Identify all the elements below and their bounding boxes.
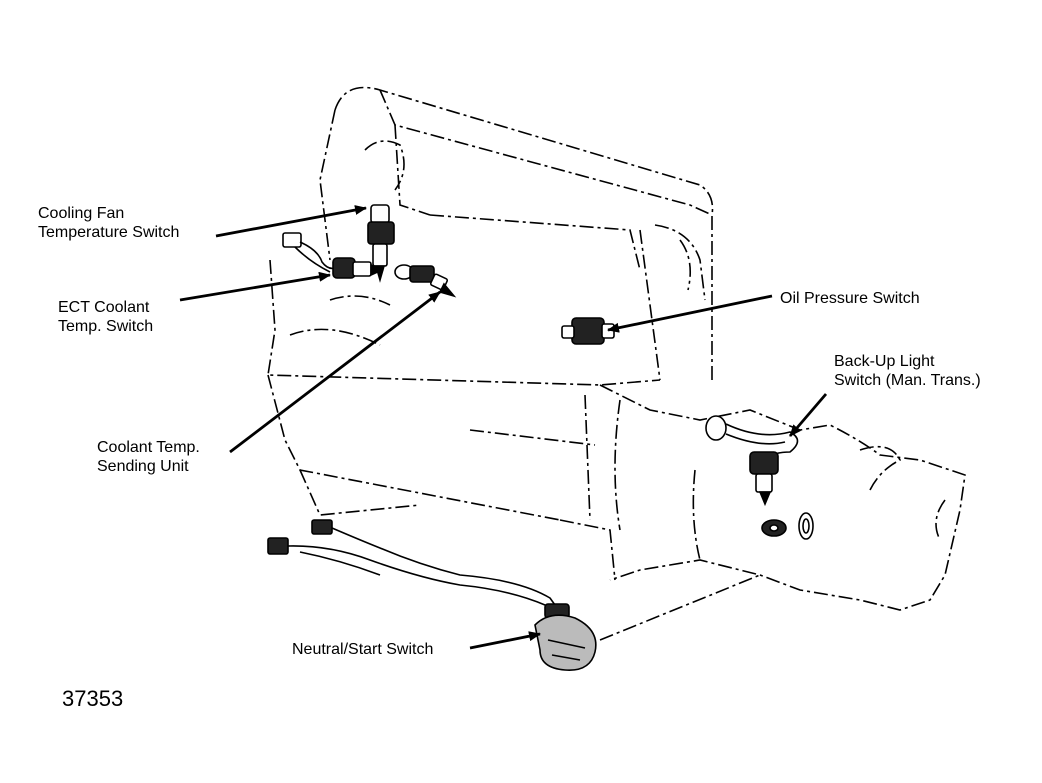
label-ect-coolant: ECT Coolant Temp. Switch bbox=[58, 298, 153, 336]
leader-arrows bbox=[179, 205, 828, 650]
label-line: Back-Up Light bbox=[834, 353, 935, 370]
small-washers bbox=[761, 512, 814, 540]
label-line: Oil Pressure Switch bbox=[780, 290, 920, 307]
arrow-neutral-start bbox=[469, 631, 541, 650]
label-oil-pressure: Oil Pressure Switch bbox=[780, 289, 920, 308]
label-line: Cooling Fan bbox=[38, 205, 125, 222]
label-line: Temp. Switch bbox=[58, 318, 154, 335]
label-line: Switch (Man. Trans.) bbox=[834, 372, 981, 389]
label-backup-light: Back-Up Light Switch (Man. Trans.) bbox=[834, 352, 981, 390]
figure-number: 37353 bbox=[62, 686, 124, 711]
ect-coolant-switch-component bbox=[282, 232, 384, 279]
neutral-start-switch-component bbox=[267, 519, 597, 671]
arrow-coolant-sending bbox=[229, 290, 441, 454]
coolant-sending-unit-component bbox=[394, 264, 457, 298]
arrow-backup-light bbox=[788, 393, 828, 437]
arrow-ect-coolant bbox=[179, 271, 331, 302]
oil-pressure-switch-component bbox=[561, 317, 615, 345]
backup-light-switch-component bbox=[705, 415, 799, 507]
label-line: Sending Unit bbox=[97, 458, 189, 475]
label-neutral-start: Neutral/Start Switch bbox=[292, 640, 433, 659]
arrow-cooling-fan bbox=[215, 205, 367, 238]
label-line: Temperature Switch bbox=[38, 224, 180, 241]
label-cooling-fan: Cooling Fan Temperature Switch bbox=[38, 204, 179, 242]
arrow-oil-pressure bbox=[607, 294, 773, 333]
label-line: ECT Coolant bbox=[58, 299, 150, 316]
label-line: Coolant Temp. bbox=[97, 439, 200, 456]
engine-outline bbox=[267, 86, 966, 641]
label-coolant-sending: Coolant Temp. Sending Unit bbox=[97, 438, 200, 476]
label-line: Neutral/Start Switch bbox=[292, 641, 434, 658]
